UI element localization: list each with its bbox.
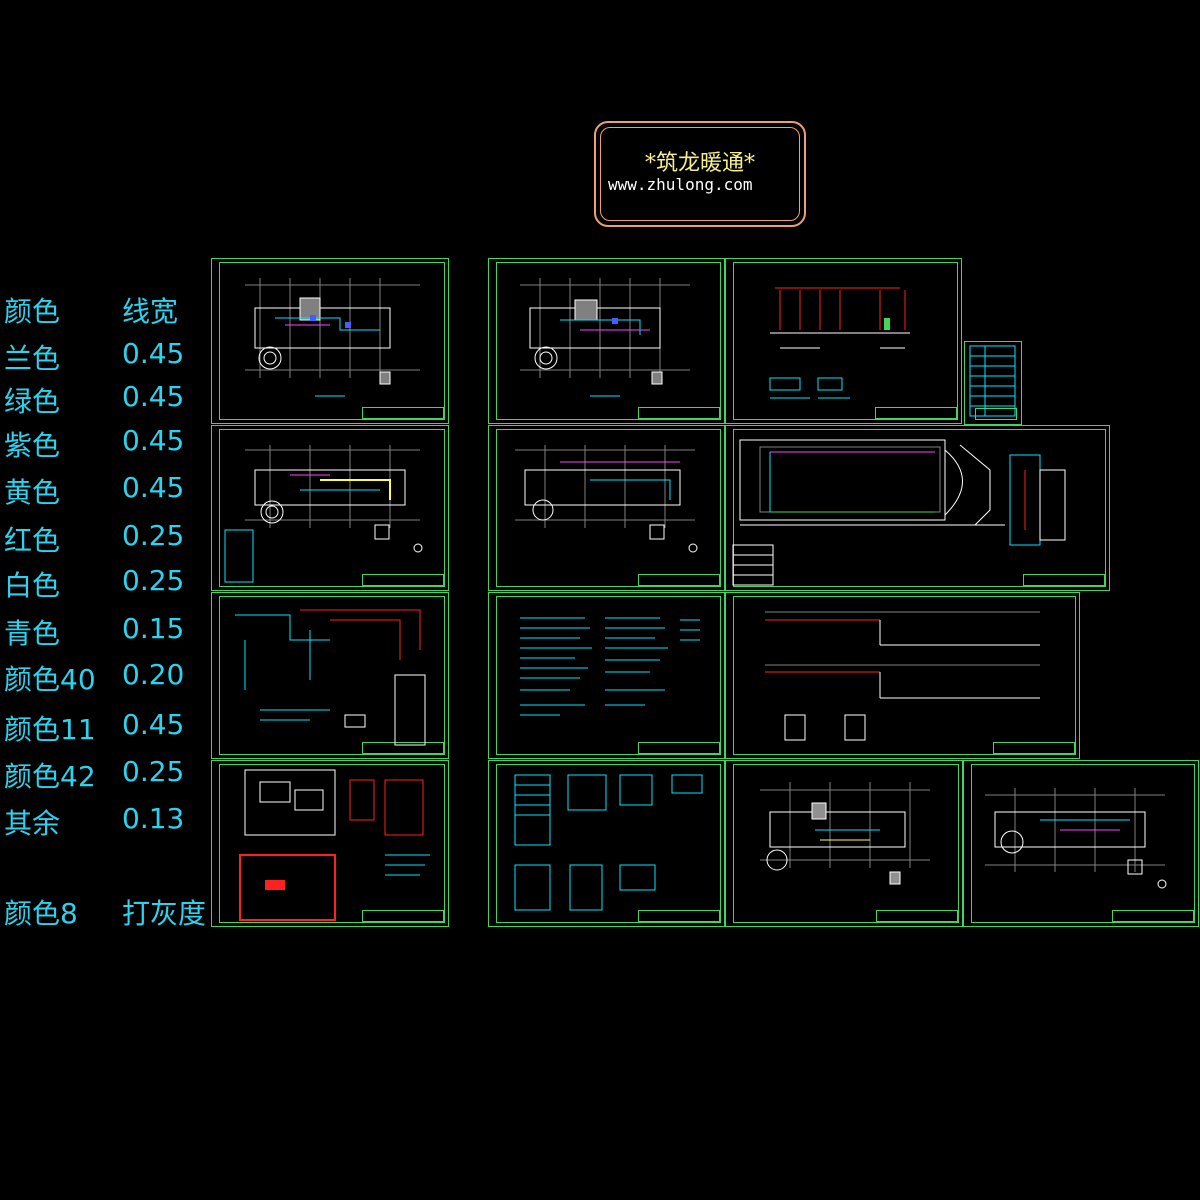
sheet-system-diagram[interactable] <box>725 258 962 424</box>
sheet-border <box>971 764 1195 923</box>
floor-plan-5-content <box>760 782 930 885</box>
index-table-content <box>969 345 1016 417</box>
legend-footer-width: 打灰度 <box>122 897 207 930</box>
sheet-border <box>219 429 445 587</box>
legend-color: 颜色40 <box>4 663 96 696</box>
floor-plan-4-content <box>515 445 698 553</box>
legend-color: 紫色 <box>4 429 61 462</box>
legend-color: 绿色 <box>4 385 61 418</box>
system-diagram-content <box>769 287 910 399</box>
legend-color: 红色 <box>4 524 61 557</box>
sheet-floor-plan-1[interactable] <box>211 258 449 424</box>
sheet-floor-plan-2[interactable] <box>488 258 725 424</box>
title-block <box>362 910 444 922</box>
title-block <box>975 408 1017 420</box>
legend-width: 0.45 <box>122 471 185 504</box>
sheet-equipment-tables[interactable] <box>488 760 725 927</box>
title-block <box>362 574 444 586</box>
sheet-index-table[interactable] <box>964 341 1022 425</box>
pool-plan-content <box>732 439 1066 586</box>
sheet-border <box>496 429 721 587</box>
sheet-machine-room[interactable] <box>211 760 449 927</box>
logo-inner-border <box>600 127 800 221</box>
sheet-riser-diagram[interactable] <box>725 592 1080 759</box>
sheet-border <box>733 429 1106 587</box>
title-block <box>1112 910 1194 922</box>
sheet-border <box>496 764 721 923</box>
title-block <box>993 742 1075 754</box>
sheet-floor-plan-3[interactable] <box>211 425 449 591</box>
legend-width: 0.15 <box>122 612 185 645</box>
legend-header-width: 线宽 <box>122 295 179 328</box>
sheet-design-notes[interactable] <box>488 592 725 759</box>
sheet-border <box>219 596 445 755</box>
title-block <box>638 574 720 586</box>
legend-width: 0.20 <box>122 658 185 691</box>
sheet-floor-plan-5[interactable] <box>725 760 963 927</box>
legend-width: 0.13 <box>122 802 185 835</box>
title-block <box>362 742 444 754</box>
logo-url: www.zhulong.com <box>608 175 753 194</box>
machine-room-content <box>239 769 430 921</box>
legend-width: 0.45 <box>122 337 185 370</box>
legend-width: 0.45 <box>122 424 185 457</box>
legend-color: 颜色11 <box>4 713 96 746</box>
sheet-border <box>733 764 959 923</box>
floor-plan-2-content <box>520 278 690 397</box>
logo-title: *筑龙暖通* <box>644 151 755 176</box>
title-block <box>638 407 720 419</box>
sheet-border <box>733 262 958 420</box>
title-block <box>1023 574 1105 586</box>
legend-footer-color: 颜色8 <box>4 897 78 930</box>
legend-color: 兰色 <box>4 342 61 375</box>
sheet-border <box>733 596 1076 755</box>
title-block <box>875 407 957 419</box>
riser-diagram-content <box>765 611 1040 741</box>
title-block <box>638 742 720 754</box>
legend-color: 青色 <box>4 617 61 650</box>
legend-header-color: 颜色 <box>4 295 61 328</box>
sheet-floor-plan-4[interactable] <box>488 425 725 591</box>
floor-plan-1-content <box>245 278 420 397</box>
legend-color: 其余 <box>4 807 61 840</box>
equipment-tables-content <box>514 774 703 911</box>
legend-width: 0.25 <box>122 519 185 552</box>
sheet-border <box>219 262 445 420</box>
title-block <box>638 910 720 922</box>
design-notes-content <box>520 617 700 716</box>
sheet-pool-plan[interactable] <box>725 425 1110 591</box>
title-block <box>876 910 958 922</box>
legend-width: 0.45 <box>122 380 185 413</box>
sheet-border <box>496 596 721 755</box>
title-block <box>362 407 444 419</box>
legend-width: 0.25 <box>122 564 185 597</box>
legend-width: 0.45 <box>122 708 185 741</box>
legend-color: 黄色 <box>4 476 61 509</box>
legend-color: 白色 <box>4 569 61 602</box>
floor-plan-3-content <box>224 445 423 583</box>
piping-detail-content <box>235 609 426 746</box>
sheet-border <box>496 262 721 420</box>
zhulong-logo: *筑龙暖通* www.zhulong.com <box>594 121 806 227</box>
legend-width: 0.25 <box>122 755 185 788</box>
sheet-border <box>219 764 445 923</box>
legend-color: 颜色42 <box>4 760 96 793</box>
floor-plan-6-content <box>985 788 1167 889</box>
sheet-piping-detail[interactable] <box>211 592 449 759</box>
sheet-floor-plan-6[interactable] <box>963 760 1199 927</box>
